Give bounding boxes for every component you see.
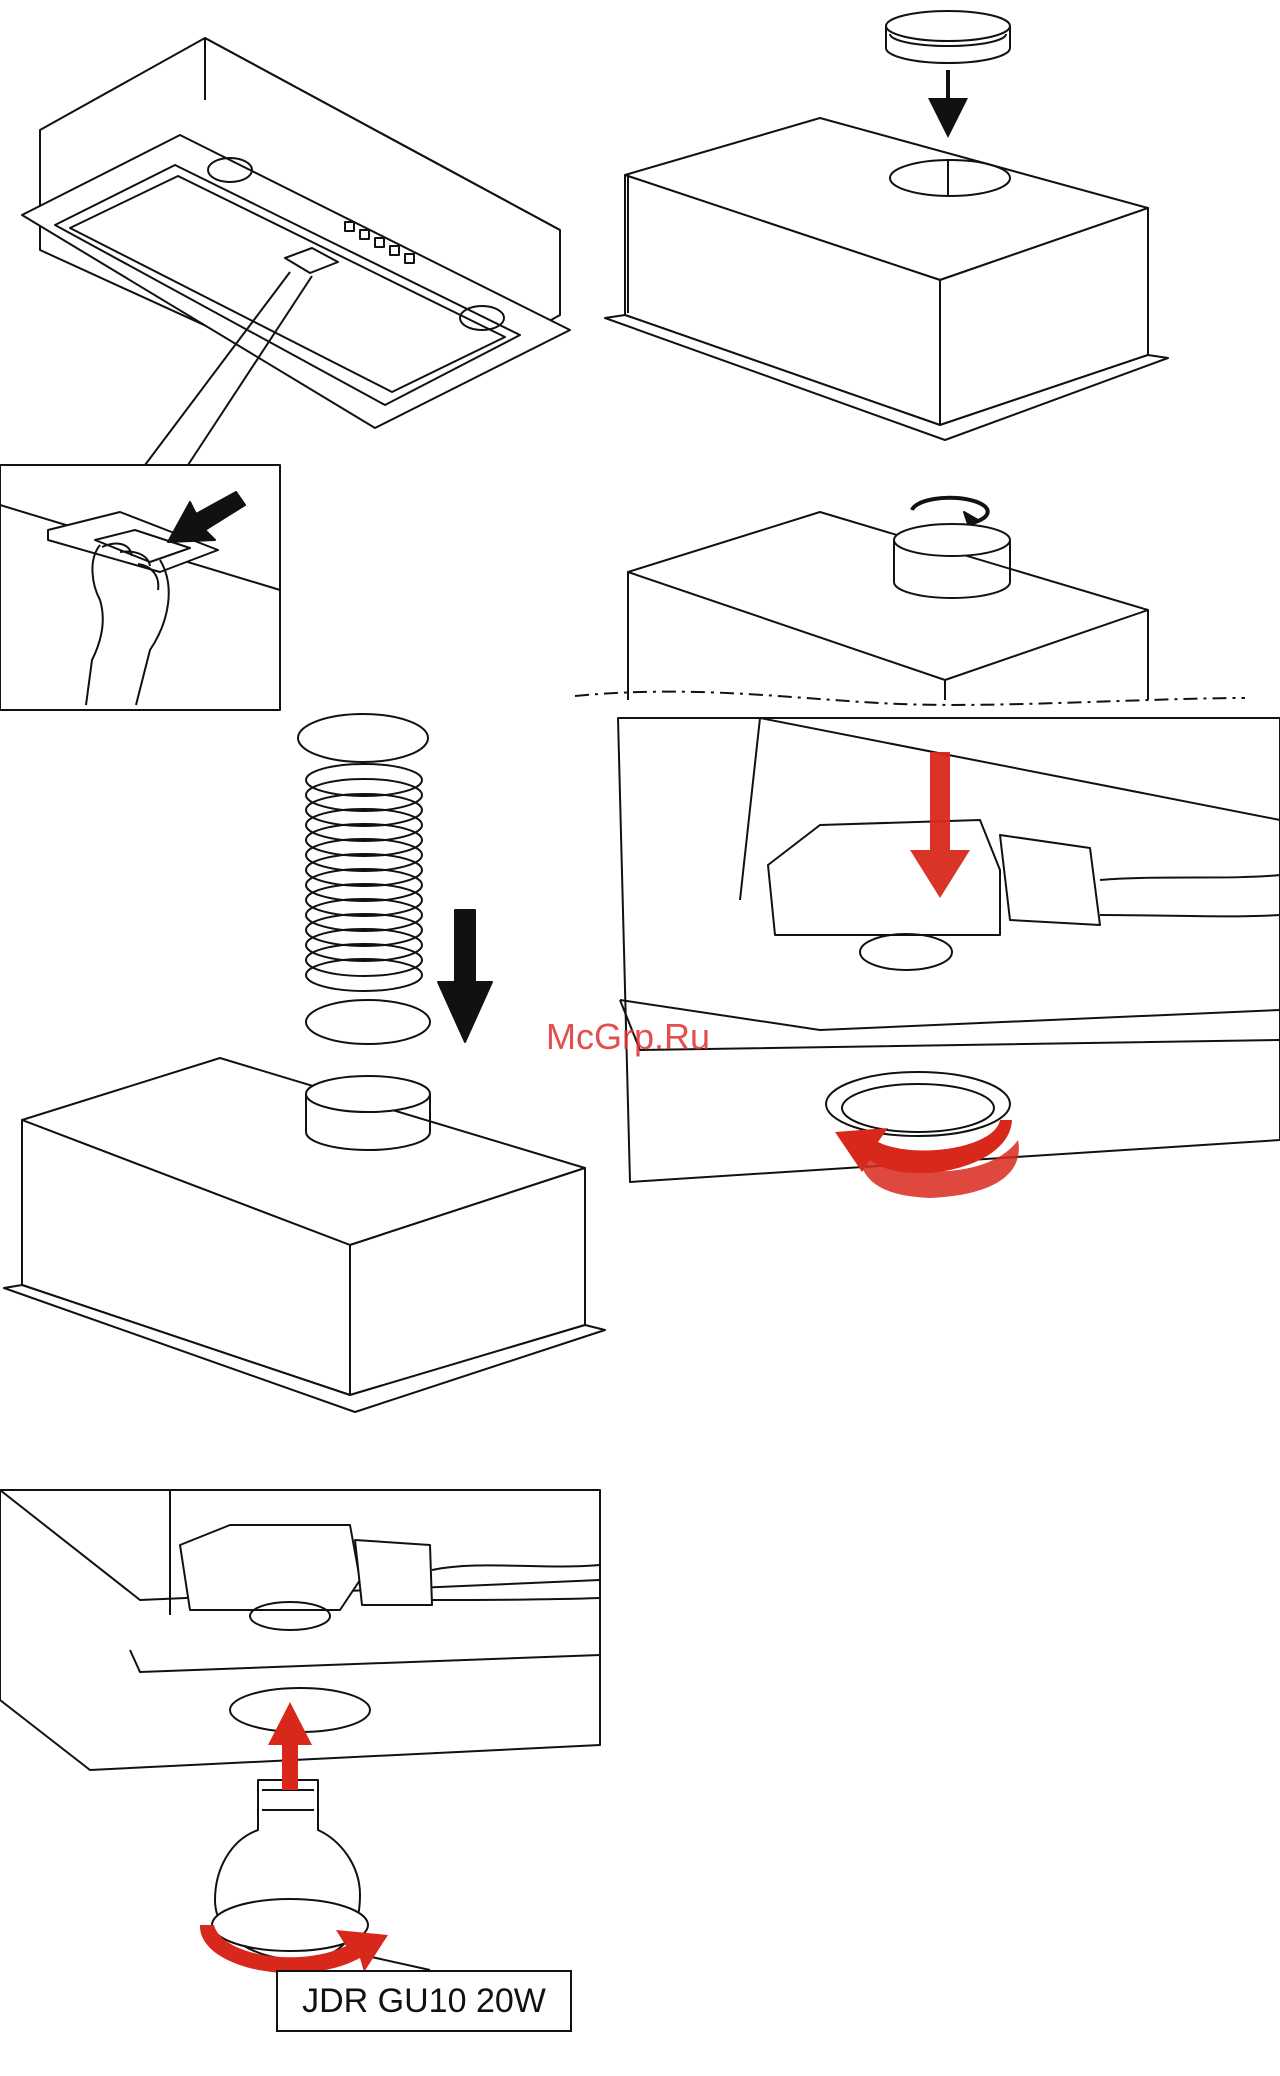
watermark-text: McGrp.Ru	[546, 1016, 710, 1058]
duct-hose-panel	[4, 714, 605, 1412]
hood-underside-panel	[22, 38, 570, 465]
push-detail-inset	[0, 465, 280, 710]
down-arrow-icon	[438, 910, 492, 1042]
collar-insertion-panel	[605, 11, 1168, 440]
collar-rotate-panel	[575, 498, 1245, 705]
bulb-spec-label: JDR GU10 20W	[276, 1970, 572, 2032]
flexible-duct	[306, 764, 422, 991]
